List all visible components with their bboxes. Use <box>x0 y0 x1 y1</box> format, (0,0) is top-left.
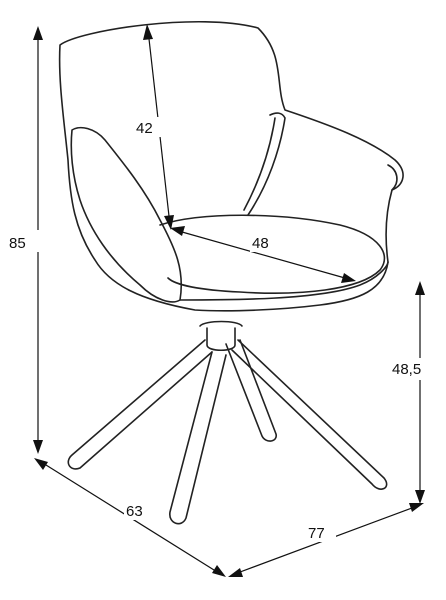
label-seat-depth: 48 <box>252 235 269 252</box>
right-arm-edge <box>247 112 286 216</box>
leg-back-left <box>67 339 213 470</box>
seat-front-edge <box>179 261 389 301</box>
label-depth: 63 <box>126 503 143 520</box>
right-arm-edge-inner <box>243 117 276 211</box>
dimension-seat-height: 48,5 <box>390 281 442 504</box>
dimension-backrest-height: 42 <box>135 24 174 230</box>
seat-cushion <box>159 214 386 294</box>
label-width: 77 <box>308 525 325 542</box>
swivel-column <box>206 327 236 352</box>
swivel-plate <box>199 320 243 327</box>
label-seat-height: 48,5 <box>392 361 421 378</box>
dimension-seat-depth: 48 <box>170 226 356 283</box>
leg-front-right <box>231 339 388 490</box>
label-total-height: 85 <box>9 235 26 252</box>
left-arm-panel <box>70 126 183 303</box>
backrest-outer <box>58 20 404 312</box>
dimension-total-height: 85 <box>9 26 56 454</box>
leg-front-left <box>169 351 227 525</box>
right-arm-front <box>387 164 398 191</box>
dimension-depth: 63 <box>34 458 226 577</box>
dimension-width: 77 <box>228 503 424 577</box>
leg-back-right <box>225 339 277 442</box>
label-backrest-height: 42 <box>136 120 153 137</box>
chair-outline <box>58 20 404 352</box>
chair-legs <box>67 339 388 525</box>
